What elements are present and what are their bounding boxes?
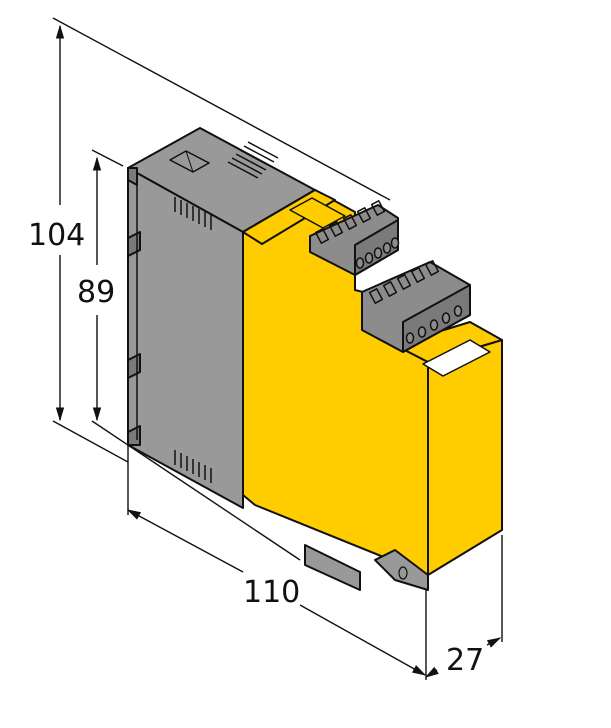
- dimension-lines: [52, 17, 503, 680]
- terminal-block-lower: [361, 260, 471, 353]
- dimension-label-110: 110: [243, 575, 300, 610]
- terminal-block-upper: [309, 200, 400, 276]
- dimension-label-104: 104: [28, 218, 85, 253]
- dimension-label-89: 89: [77, 275, 115, 310]
- dimension-label-27: 27: [446, 643, 484, 678]
- yellow-housing: [242, 189, 503, 591]
- gray-housing: [127, 127, 316, 509]
